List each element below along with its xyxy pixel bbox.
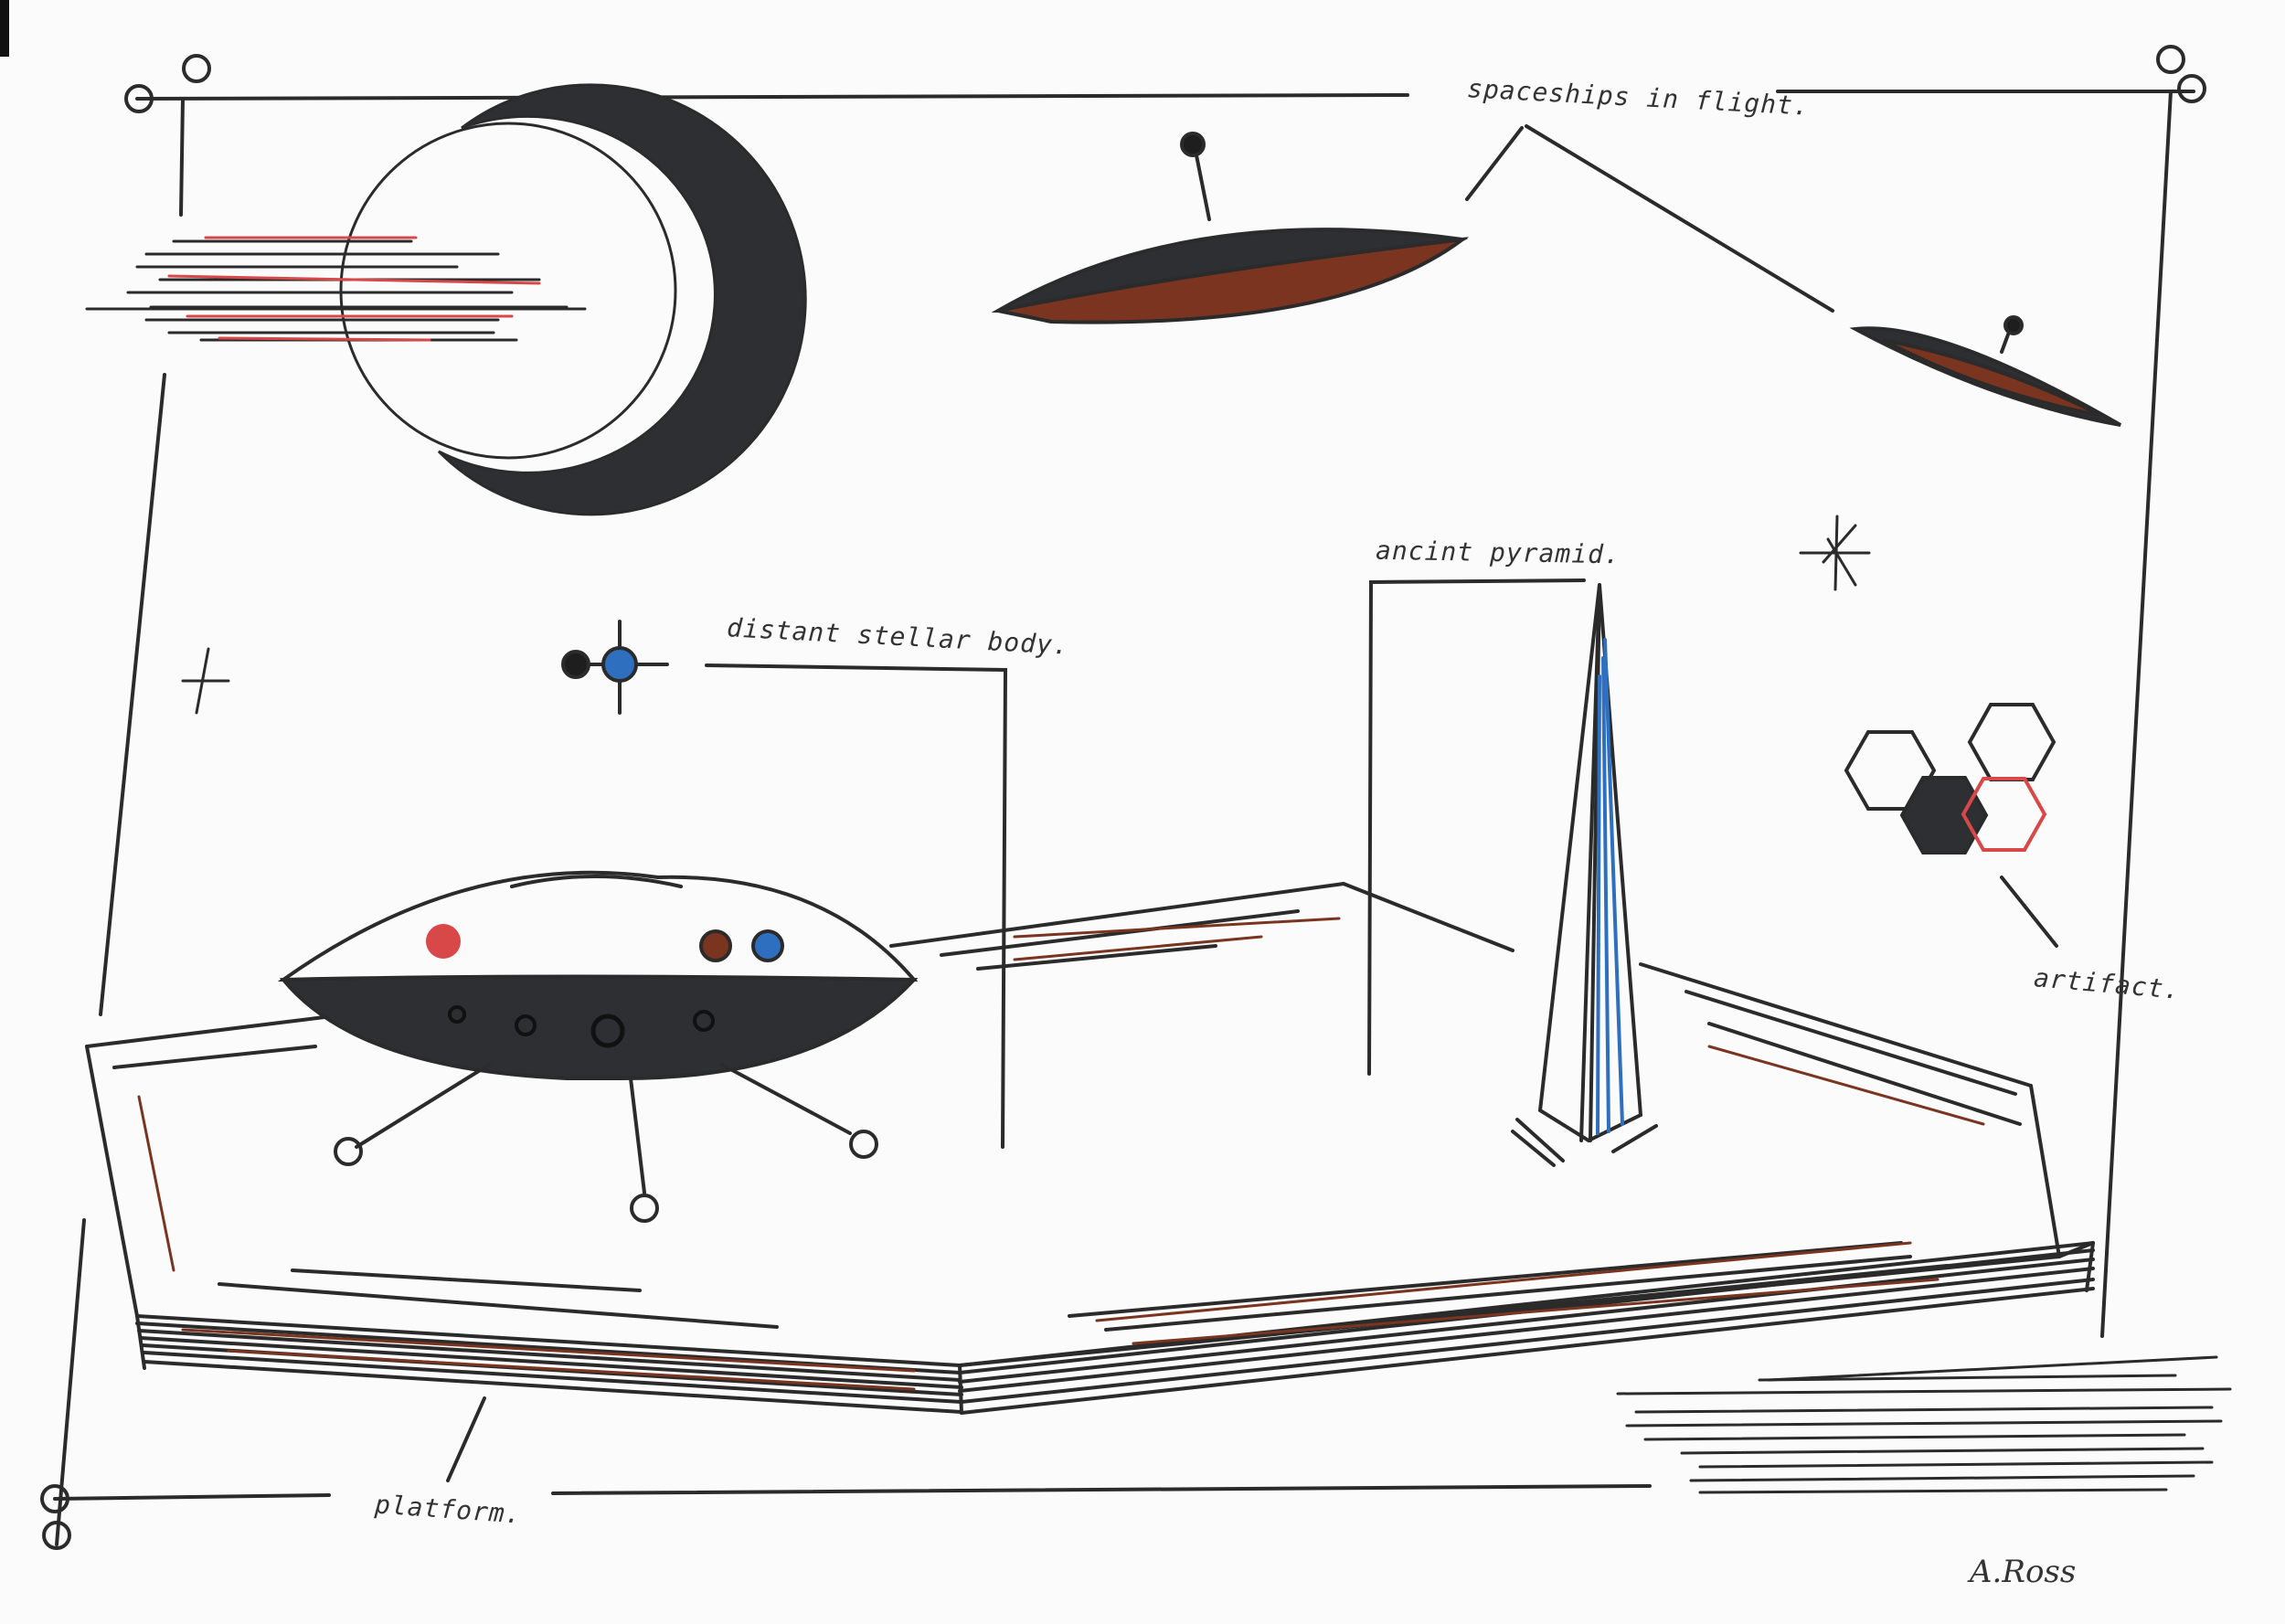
corner-circle-icon (42, 1521, 71, 1550)
hatching-bottom-right (1616, 1355, 2232, 1494)
spaceship-large (991, 132, 1470, 324)
artifact-hexagons (1844, 703, 2056, 854)
frame (40, 45, 2206, 1550)
speed-lines-left (85, 239, 587, 342)
corner-circle-icon (124, 84, 154, 113)
corner-circle-icon (2156, 45, 2185, 74)
speed-lines-red (167, 236, 541, 342)
spaceships-label-leader (1465, 124, 1834, 313)
platform (85, 882, 2095, 1415)
corner-circle-icon (182, 54, 211, 83)
star-icon (1799, 515, 1871, 591)
ancient-pyramid (1511, 583, 1658, 1167)
crescent-moon-icon (339, 83, 807, 516)
stellar-body-icon (561, 620, 669, 715)
spaceship-landed (277, 870, 919, 1223)
spaceship-small (1849, 315, 2121, 427)
corner-circle-icon (40, 1484, 69, 1513)
platform-rust-accents (137, 917, 1985, 1391)
platform-label-leader (446, 1396, 486, 1482)
artist-signature: A.Ross (1970, 1554, 2077, 1590)
stellar-label-leader (705, 663, 1008, 1149)
pyramid-label-leader (1367, 578, 1586, 1076)
artifact-label-leader (2000, 876, 2058, 948)
star-icon (181, 647, 230, 715)
scan-edge-mark (0, 0, 9, 57)
corner-circle-icon (2177, 74, 2206, 103)
label-pyramid: ancint pyramid. (1375, 535, 1621, 570)
